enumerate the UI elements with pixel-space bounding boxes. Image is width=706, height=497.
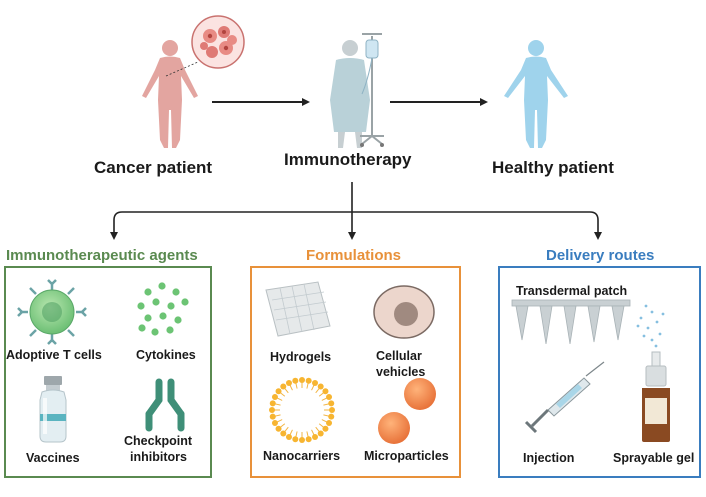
delivery-box <box>498 266 701 478</box>
checkpoint-label: Checkpoint <box>124 434 193 448</box>
immunotherapy-label: Immunotherapy <box>284 150 412 169</box>
nanocarriers-label: Nanocarriers <box>263 449 341 463</box>
checkpoint-inhibitor-icon <box>145 378 185 432</box>
cancer-patient-figure <box>142 40 198 148</box>
cytokines-icon <box>137 282 189 336</box>
syringe-icon <box>524 361 605 434</box>
injection-label: Injection <box>523 451 575 465</box>
adoptive-t-cells-label: Adoptive T cells <box>6 348 102 362</box>
microparticle-icon <box>378 378 436 444</box>
formulations-box <box>250 266 461 478</box>
cellular-label: Cellular <box>376 349 422 363</box>
healthy-patient-label: Healthy patient <box>492 158 614 177</box>
healthy-patient-figure <box>504 40 568 148</box>
immunotherapy-patient-figure <box>330 33 384 148</box>
cytokines-label: Cytokines <box>136 348 196 362</box>
hydrogel-icon <box>265 281 331 337</box>
agents-box <box>4 266 212 478</box>
agents-title: Immunotherapeutic agents <box>6 247 198 264</box>
transdermal-patch-icon <box>511 299 631 345</box>
branch-connectors <box>113 182 599 240</box>
t-cell-icon <box>17 279 87 345</box>
nanocarrier-icon <box>269 377 335 443</box>
vaccines-label: Vaccines <box>26 451 80 465</box>
hydrogels-label: Hydrogels <box>270 350 332 364</box>
cancer-patient-label: Cancer patient <box>94 158 213 177</box>
spray-mist-icon <box>636 304 665 348</box>
inhibitors-label: inhibitors <box>130 450 187 464</box>
transdermal-patch-label: Transdermal patch <box>516 284 628 298</box>
microparticles-label: Microparticles <box>364 449 449 463</box>
tumor-zoom-icon <box>165 15 245 77</box>
vehicles-label: vehicles <box>376 365 426 379</box>
formulations-title: Formulations <box>306 247 402 264</box>
sprayable-gel-label: Sprayable gel <box>613 451 695 465</box>
spray-bottle-icon <box>642 351 670 442</box>
delivery-title: Delivery routes <box>546 247 655 264</box>
cellular-vehicle-icon <box>373 285 435 339</box>
vaccine-vial-icon <box>39 376 67 443</box>
